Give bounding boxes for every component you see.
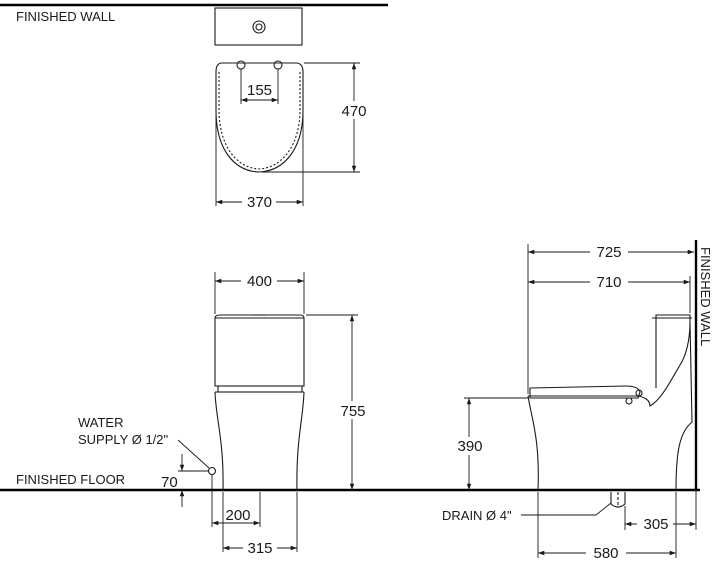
side-view: FINISHED WALL DRAIN Ø 4" 725 710 390 <box>442 240 713 562</box>
dim-tank-depth: 710 <box>596 274 621 291</box>
tank-front-outline <box>214 317 305 387</box>
seat-lid-outline <box>215 62 304 173</box>
hinge-bolt-left-icon <box>236 60 246 70</box>
dim-front-width: 400 <box>247 273 272 290</box>
dim-bolt-spacing: 155 <box>247 82 272 99</box>
dim-seat-height: 390 <box>457 438 482 455</box>
hinge-side-icon <box>625 397 633 405</box>
bowl-side-outline <box>527 318 693 491</box>
top-view: FINISHED WALL 155 470 370 <box>0 3 388 211</box>
dim-base-width: 315 <box>247 540 272 557</box>
drain-pipe <box>610 492 626 508</box>
flush-button-icon <box>252 20 266 34</box>
dim-total-height: 755 <box>340 403 365 420</box>
water-supply-label-line2: SUPPLY Ø 1/2" <box>78 432 169 447</box>
water-supply-icon <box>207 466 217 476</box>
water-supply-label-line1: WATER <box>78 415 124 430</box>
dim-top-width: 370 <box>247 194 272 211</box>
seat-lid-inner-outline <box>218 72 301 170</box>
dim-base-depth: 580 <box>593 545 618 562</box>
dim-wall-to-drain: 305 <box>643 516 668 533</box>
dim-supply-height: 70 <box>161 474 178 491</box>
tank-side-outline <box>655 314 691 388</box>
finished-wall-label-side: FINISHED WALL <box>698 247 713 346</box>
finished-wall-label-top: FINISHED WALL <box>16 9 115 24</box>
pedestal-front-outline <box>214 391 305 491</box>
dim-supply-offset: 200 <box>225 507 250 524</box>
dim-seat-depth: 470 <box>341 103 366 120</box>
flush-button-inner-icon <box>255 23 263 31</box>
tank-top-outline <box>214 7 303 46</box>
dim-overall-depth: 725 <box>596 244 621 261</box>
finished-floor-label: FINISHED FLOOR <box>16 472 125 487</box>
hinge-bolt-right-icon <box>273 60 283 70</box>
seat-front <box>217 385 303 393</box>
drain-label: DRAIN Ø 4" <box>442 508 512 523</box>
front-view: 400 755 WATER SUPPLY Ø 1/2" 70 200 315 <box>78 272 371 557</box>
